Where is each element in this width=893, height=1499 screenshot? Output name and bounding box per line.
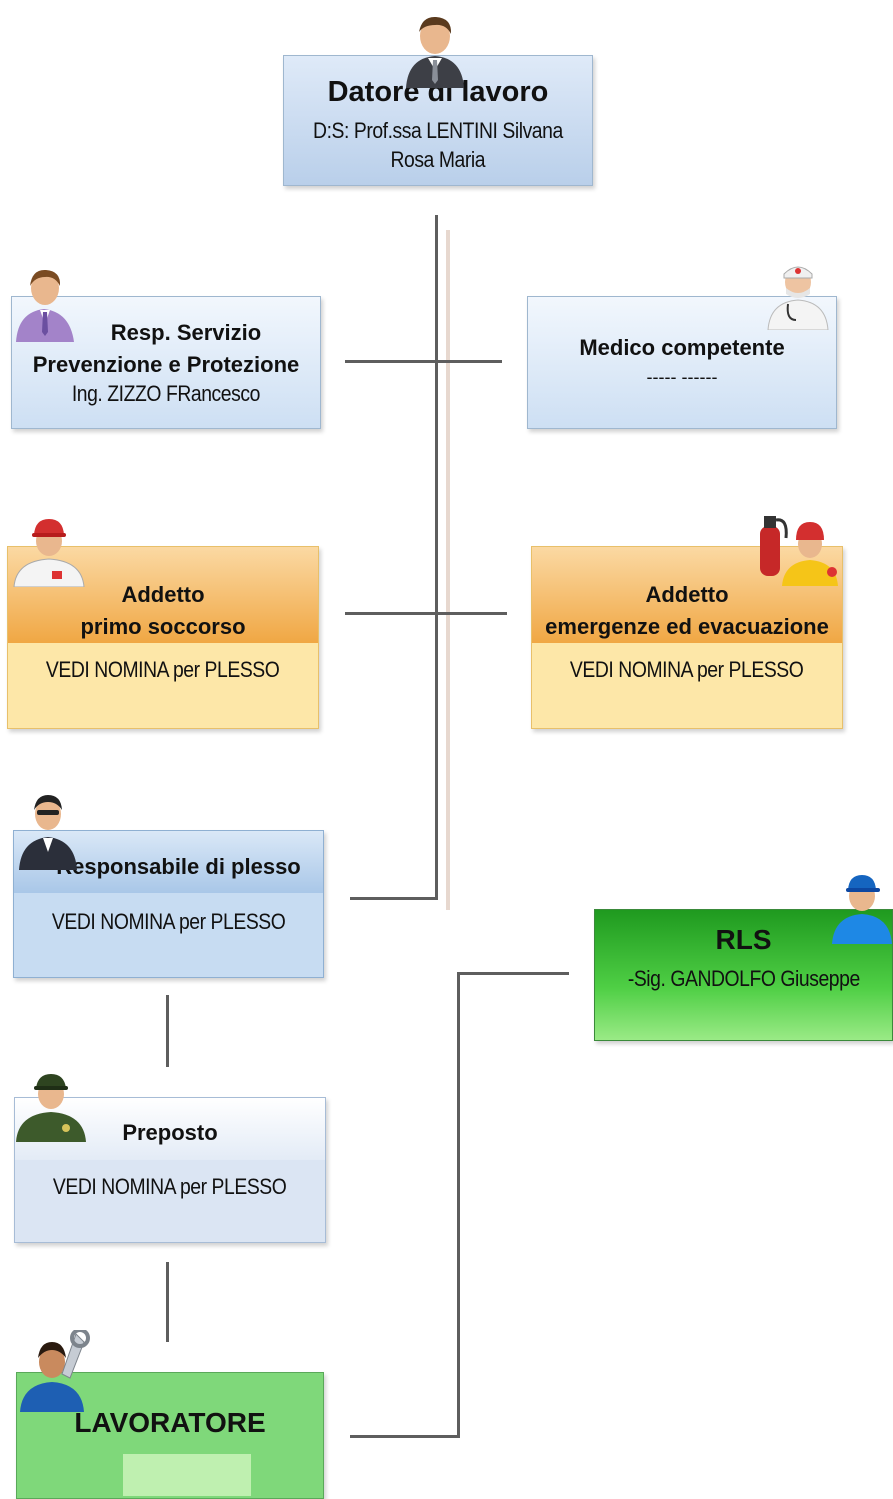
- rspp-medico-connector: [345, 360, 502, 363]
- lavoratore-title: LAVORATORE: [74, 1407, 266, 1438]
- doctor-icon: [767, 266, 829, 330]
- rspp-line1: Resp. Servizio: [110, 320, 262, 345]
- preposto-lavoratore-connector: [166, 1262, 169, 1342]
- rspp-line2: Prevenzione e Protezione: [32, 352, 300, 377]
- fire-extinguisher-icon: [760, 516, 838, 586]
- main-trunk-line: [435, 215, 438, 900]
- primo-soccorso-line2: primo soccorso: [80, 614, 246, 639]
- responsabile-plesso-header: Responsabile di plesso: [14, 831, 323, 893]
- primo-soccorso-body: VEDI NOMINA per PLESSO: [46, 657, 280, 682]
- plesso-preposto-connector: [166, 995, 169, 1067]
- responsabile-plesso-title: Responsabile di plesso: [56, 854, 301, 879]
- preposto-title: Preposto: [122, 1120, 218, 1145]
- medico-title: Medico competente: [579, 335, 785, 360]
- lavoratore-rls-bottom-connector: [350, 1435, 460, 1438]
- rspp-box: Resp. Servizio Prevenzione e Protezione …: [11, 296, 321, 429]
- datore-name-line2: Rosa Maria: [390, 147, 486, 172]
- first-aid-worker-icon: [13, 519, 85, 587]
- responsabile-plesso-body: VEDI NOMINA per PLESSO: [51, 909, 286, 934]
- lavoratore-name-field: [123, 1454, 251, 1496]
- manager-icon: [19, 795, 77, 870]
- worker-cap-icon: [832, 875, 892, 944]
- emergenze-line1: Addetto: [645, 582, 729, 607]
- medico-name: ----- ------: [646, 367, 718, 387]
- guard-icon: [16, 1074, 86, 1142]
- emergenze-box: Addetto emergenze ed evacuazione VEDI NO…: [531, 546, 843, 729]
- emergenze-body: VEDI NOMINA per PLESSO: [570, 657, 804, 682]
- rls-vertical-connector: [457, 972, 460, 1438]
- rls-box: RLS -Sig. GANDOLFO Giuseppe: [594, 909, 893, 1041]
- resp-plesso-connector: [350, 897, 438, 900]
- mechanic-wrench-icon: [20, 1330, 90, 1412]
- rls-title: RLS: [715, 924, 772, 955]
- datore-name-line1: D:S: Prof.ssa LENTINI Silvana: [313, 118, 563, 143]
- preposto-body: VEDI NOMINA per PLESSO: [53, 1174, 287, 1199]
- rls-name: -Sig. GANDOLFO Giuseppe: [627, 966, 860, 991]
- rls-top-connector: [457, 972, 569, 975]
- addetti-connector: [345, 612, 507, 615]
- trunk-shadow: [446, 230, 450, 910]
- emergenze-header: Addetto emergenze ed evacuazione: [532, 547, 842, 643]
- consultant-icon: [16, 269, 74, 342]
- businessman-icon: [406, 16, 464, 88]
- rspp-name: Ing. ZIZZO FRancesco: [71, 381, 261, 406]
- primo-soccorso-line1: Addetto: [121, 582, 205, 607]
- emergenze-line2: emergenze ed evacuazione: [545, 614, 829, 639]
